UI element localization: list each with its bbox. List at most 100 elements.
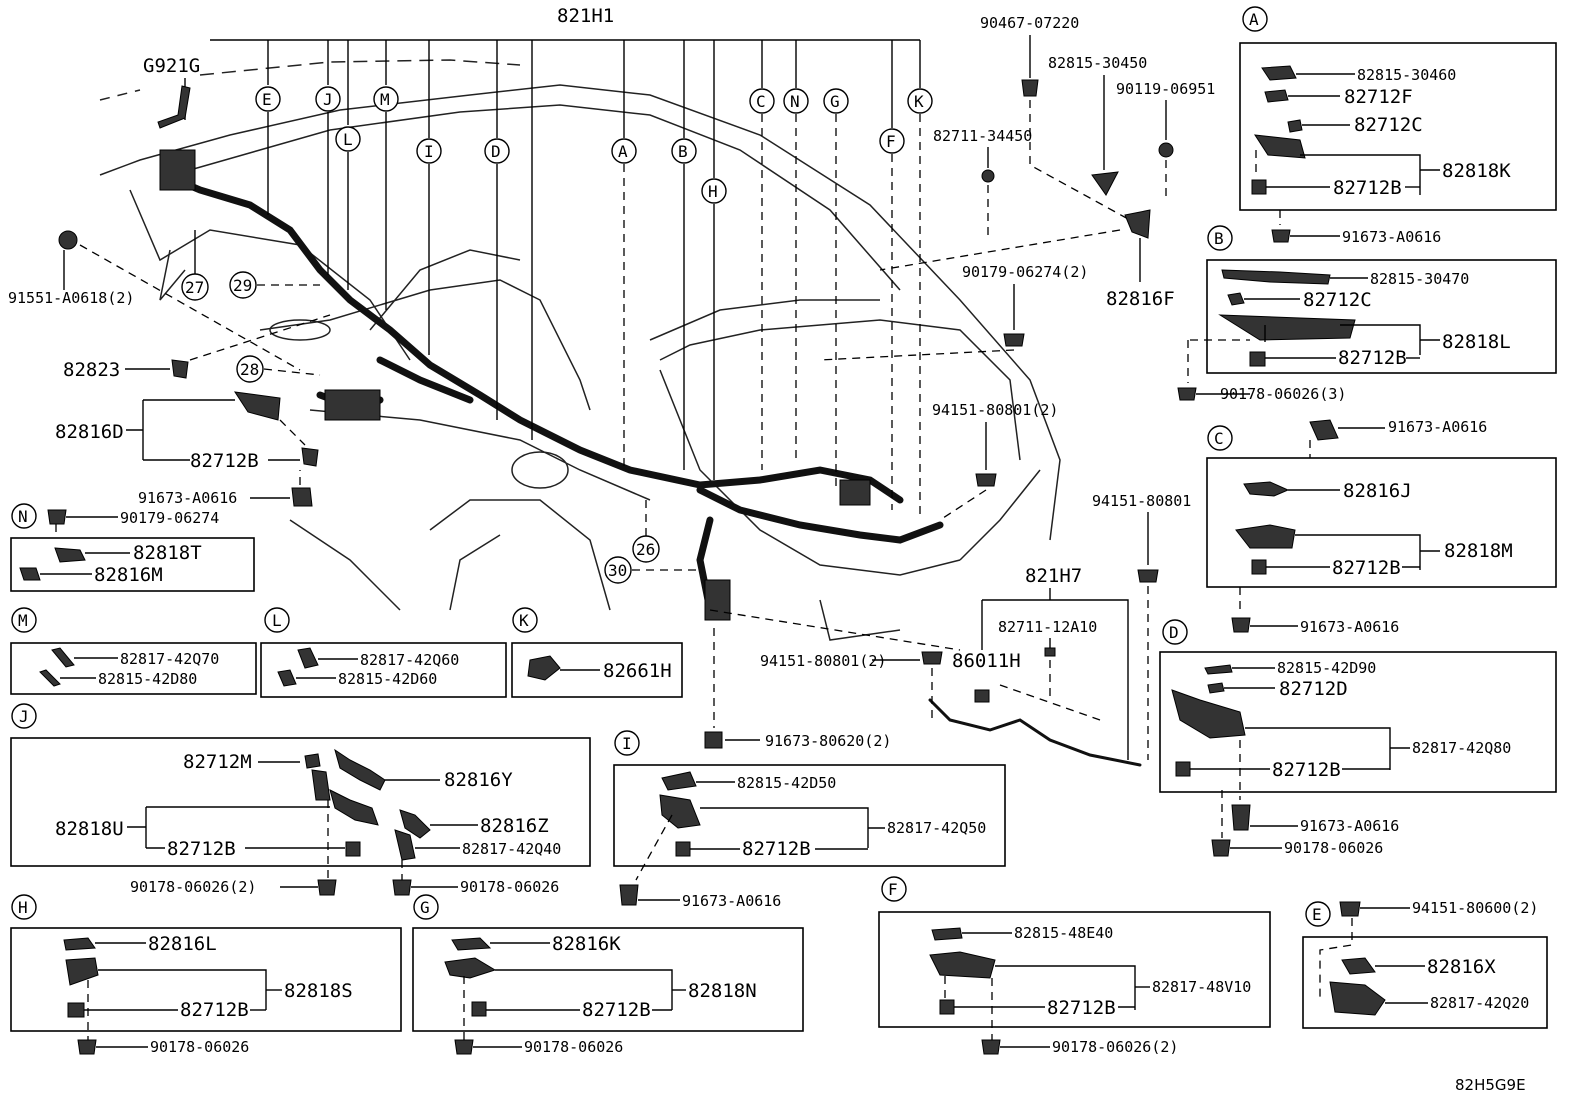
label-82816D: 82816D [55,421,124,443]
svg-text:82816L: 82816L [148,933,217,955]
label-82823: 82823 [63,359,120,381]
label-82816F: 82816F [1106,288,1175,310]
svg-text:D: D [1169,623,1179,642]
svg-text:82712B: 82712B [167,838,236,860]
callout-L: L [335,126,361,152]
svg-text:82815-42D80: 82815-42D80 [98,670,197,688]
assy-821H1: 821H1 [557,5,614,27]
svg-text:82816Z: 82816Z [480,815,549,837]
svg-text:J: J [323,90,333,109]
svg-text:82712F: 82712F [1344,86,1413,108]
detail-box-N: N 90179-06274 82818T 82816M [10,503,255,592]
svg-text:82818K: 82818K [1442,160,1511,182]
callout-28: 28 [236,355,264,383]
callout-M: M [373,86,399,112]
svg-text:E: E [1312,905,1322,924]
label-90179-06274-2: 90179-06274(2) [962,263,1088,281]
label-94151-80801-2-bot: 94151-80801(2) [760,652,886,670]
svg-text:82815-42D60: 82815-42D60 [338,670,437,688]
svg-text:82816J: 82816J [1343,480,1412,502]
label-90119-06951: 90119-06951 [1116,80,1215,98]
callout-F: F [879,128,905,154]
callout-30: 30 [604,556,632,584]
main-part-labels: G921G 90467-07220 82815-30450 90119-0695… [8,14,1215,767]
svg-text:82712B: 82712B [1332,557,1401,579]
detail-box-K: K 82661H [511,607,683,698]
detail-box-D: D 82815-42D90 82712D 82817-42Q80 82712B … [1159,619,1557,857]
svg-text:N: N [790,92,800,111]
detail-box-I: I 82815-42D50 82817-42Q50 82712B 91673-A… [613,730,1006,910]
svg-text:82818M: 82818M [1444,540,1513,562]
svg-text:B: B [678,142,688,161]
label-82712B-main: 82712B [190,450,259,472]
svg-text:94151-80600(2): 94151-80600(2) [1412,899,1538,917]
callout-G: G [823,88,849,114]
svg-text:82815-48E40: 82815-48E40 [1014,924,1113,942]
svg-text:H: H [18,898,28,917]
svg-text:82712C: 82712C [1354,114,1423,136]
label-82711-34450: 82711-34450 [933,127,1032,145]
svg-text:K: K [914,92,924,111]
svg-text:82817-42Q80: 82817-42Q80 [1412,739,1511,757]
callout-H: H [701,178,727,204]
callout-A: A [611,138,637,164]
svg-text:I: I [424,142,434,161]
label-90467-07220: 90467-07220 [980,14,1079,32]
svg-text:82712B: 82712B [742,838,811,860]
svg-text:91673-A0616: 91673-A0616 [1300,817,1399,835]
callout-letters: E J M L I D A B H C N G F K [255,86,933,204]
label-82815-30450: 82815-30450 [1048,54,1147,72]
svg-text:H: H [708,182,718,201]
svg-text:82815-30470: 82815-30470 [1370,270,1469,288]
svg-text:82816K: 82816K [552,933,621,955]
svg-text:82815-42D50: 82815-42D50 [737,774,836,792]
svg-text:D: D [491,142,501,161]
svg-text:82816M: 82816M [94,564,163,586]
svg-text:82712B: 82712B [1338,347,1407,369]
svg-text:82712B: 82712B [180,999,249,1021]
svg-text:I: I [622,734,632,753]
detail-box-H: H 82816L 82818S 82712B 90178-06026 [10,894,402,1056]
svg-text:K: K [519,611,529,630]
svg-text:N: N [18,507,28,526]
detail-box-A: A 82815-30460 82712F 82712C 82818K 82712… [1239,6,1557,246]
svg-text:L: L [272,611,282,630]
svg-text:A: A [1249,10,1259,29]
svg-text:82712B: 82712B [1272,759,1341,781]
svg-text:82815-42D90: 82815-42D90 [1277,659,1376,677]
svg-text:G: G [420,898,430,917]
svg-text:90178-06026(2): 90178-06026(2) [1052,1038,1178,1056]
callout-N: N [783,88,809,114]
callout-I: I [416,138,442,164]
svg-text:91673-A0616: 91673-A0616 [1300,618,1399,636]
callout-J: J [315,86,341,112]
callout-27: 27 [181,273,209,301]
svg-text:82818U: 82818U [55,818,124,840]
svg-text:82818S: 82818S [284,980,353,1002]
svg-text:A: A [618,142,628,161]
label-G921G: G921G [143,55,200,77]
callout-26: 26 [632,535,660,563]
svg-text:82817-42Q40: 82817-42Q40 [462,840,561,858]
detail-box-M: M 82817-42Q70 82815-42D80 [10,607,257,695]
detail-box-C: C 91673-A0616 82816J 82818M 82712B 91673… [1206,418,1557,636]
callout-numbers: 27 29 28 26 30 [181,230,700,584]
svg-text:82712M: 82712M [183,751,252,773]
callout-29: 29 [229,271,257,299]
svg-text:91673-A0616: 91673-A0616 [682,892,781,910]
svg-text:82815-30460: 82815-30460 [1357,66,1456,84]
detail-box-G: G 82816K 82818N 82712B 90178-06026 [412,894,804,1056]
detail-box-E: E 94151-80600(2) 82816X 82817-42Q20 [1302,899,1548,1029]
label-86011H: 86011H [952,650,1021,672]
label-91551-A0618-2: 91551-A0618(2) [8,289,134,307]
svg-text:82817-42Q60: 82817-42Q60 [360,651,459,669]
callout-D: D [484,138,510,164]
svg-text:M: M [380,90,390,109]
svg-text:82661H: 82661H [603,660,672,682]
svg-text:82818N: 82818N [688,980,757,1002]
svg-text:29: 29 [233,276,252,295]
svg-text:90178-06026: 90178-06026 [150,1038,249,1056]
svg-text:C: C [1214,429,1224,448]
svg-text:90178-06026(2): 90178-06026(2) [130,878,256,896]
